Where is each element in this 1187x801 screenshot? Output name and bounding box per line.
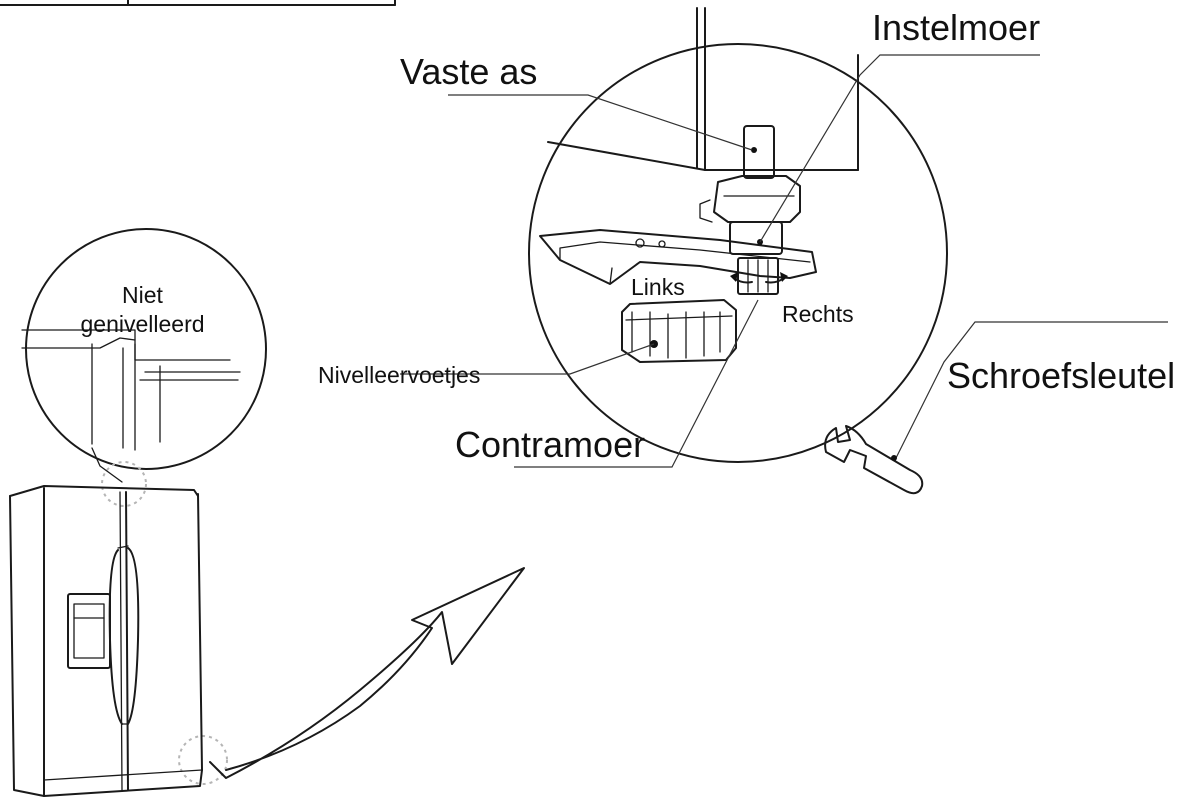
leveling-foot-icon (621, 125, 801, 363)
label-niet-genivelleerd: Niet genivelleerd (55, 281, 230, 339)
cropped-box-fragment (0, 0, 396, 6)
refrigerator-icon (9, 485, 203, 797)
top-corner-marker (101, 461, 147, 507)
magnifier-circle-small (21, 228, 267, 483)
label-nivelleervoetjes: Nivelleervoetjes (318, 362, 481, 388)
wrench-icon (824, 425, 924, 495)
label-contramoer: Contramoer (455, 424, 646, 465)
label-links: Links (631, 274, 685, 300)
label-rechts: Rechts (782, 301, 854, 327)
arrow-icon (209, 567, 525, 779)
magnifier-circle-large (528, 43, 948, 463)
label-niet-line1: Niet (122, 282, 163, 308)
label-schroefsleutel: Schroefsleutel (947, 355, 1176, 396)
fridge-bottom-corner (547, 7, 859, 171)
label-vaste-as: Vaste as (400, 51, 538, 92)
label-niet-line2: genivelleerd (80, 310, 205, 337)
bottom-corner-marker (178, 735, 228, 785)
label-leaders (400, 54, 1168, 468)
label-instelmoer: Instelmoer (872, 7, 1041, 48)
